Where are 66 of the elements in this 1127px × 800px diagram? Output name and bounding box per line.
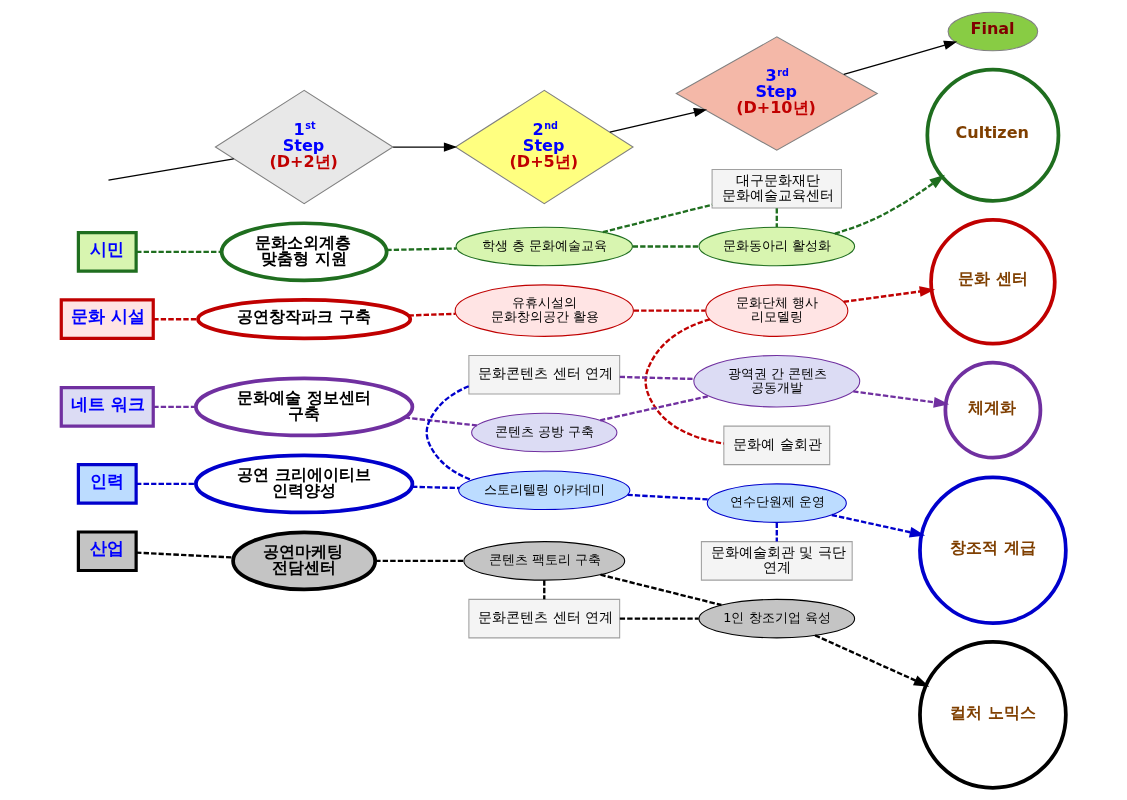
node-diamond: 1$^{st}$ Step (D+2년)	[214, 89, 394, 205]
node-circle: 문화 센터	[929, 218, 1057, 346]
node-ellipse: 유휴시설의 문화창의공간 활용	[454, 284, 634, 337]
arrow	[843, 286, 936, 303]
node-ellipse: 광역권 간 콘텐츠 공동개발	[693, 354, 861, 408]
connector	[404, 416, 477, 427]
node-ellipse: 문화동아리 활성화	[698, 226, 856, 267]
connector	[136, 551, 234, 559]
connector	[775, 208, 778, 228]
arrow	[831, 513, 926, 538]
node-box: 문화콘텐츠 센터 연계	[468, 355, 621, 395]
node-diamond: 2$^{nd}$ Step (D+5년)	[454, 89, 634, 205]
connector	[136, 250, 222, 253]
node-circle: 컬처 노믹스	[918, 640, 1068, 790]
node-box: 시민	[76, 231, 138, 273]
node-box: 산업	[76, 530, 138, 573]
connector	[375, 559, 464, 563]
node-circle: Cultizen	[925, 67, 1061, 203]
node-box: 문화콘텐츠 센터 연계	[468, 598, 621, 639]
node-box: 인력	[76, 463, 138, 505]
node-circle: 창조적 계급	[918, 475, 1068, 625]
node-box: 문화 시설	[59, 298, 155, 341]
node-circle: 체계화	[943, 360, 1043, 460]
arrow	[843, 40, 958, 76]
connector	[644, 318, 724, 445]
connector	[633, 309, 706, 312]
connector	[619, 375, 694, 381]
node-ellipse: 공연창작파크 구축	[196, 298, 413, 341]
connector	[107, 158, 235, 181]
node-box: 네트 워크	[59, 386, 155, 428]
node-ellipse: 콘텐츠 공방 구축	[471, 412, 618, 453]
arrow	[814, 634, 930, 687]
connector	[775, 522, 778, 542]
node-ellipse: 문화단체 행사 리모델링	[705, 284, 849, 337]
node-ellipse: 공연마케팅 전담센터	[231, 530, 378, 592]
node-ellipse: 학생 층 문화예술교육	[455, 226, 633, 267]
connector	[386, 247, 457, 252]
arrow	[834, 174, 945, 235]
arrow	[609, 108, 708, 133]
connector	[619, 617, 699, 620]
node-ellipse: 공연 크리에이티브 인력양성	[194, 453, 415, 515]
connector	[600, 573, 722, 607]
connector	[412, 485, 460, 490]
connector	[408, 312, 456, 317]
connector	[543, 580, 546, 600]
connector	[425, 385, 472, 482]
node-ellipse: 연수단원제 운영	[706, 483, 847, 523]
node-box: 대구문화재단 문화예술교육센터	[711, 168, 842, 209]
node-box: 문화예술회관 및 극단 연계	[700, 541, 853, 581]
node-ellipse: Final	[947, 11, 1039, 52]
node-diamond: 3$^{rd}$ Step (D+10년)	[675, 36, 879, 151]
connector	[632, 245, 699, 248]
node-ellipse: 스토리텔링 아카데미	[458, 470, 631, 511]
node-ellipse: 1인 창조기업 육성	[698, 598, 856, 639]
node-ellipse: 문화소외계층 맞춤형 지원	[219, 221, 389, 283]
node-box: 문화예 술회관	[723, 425, 831, 466]
node-ellipse: 콘텐츠 팩토리 구축	[463, 541, 626, 581]
connector	[153, 405, 196, 409]
connector	[627, 493, 709, 501]
connector	[153, 318, 198, 321]
connector	[599, 394, 710, 422]
arrow	[853, 390, 950, 408]
connector	[602, 203, 713, 234]
connector	[136, 482, 196, 486]
arrow	[392, 142, 458, 152]
node-ellipse: 문화예술 정보센터 구축	[194, 376, 415, 438]
